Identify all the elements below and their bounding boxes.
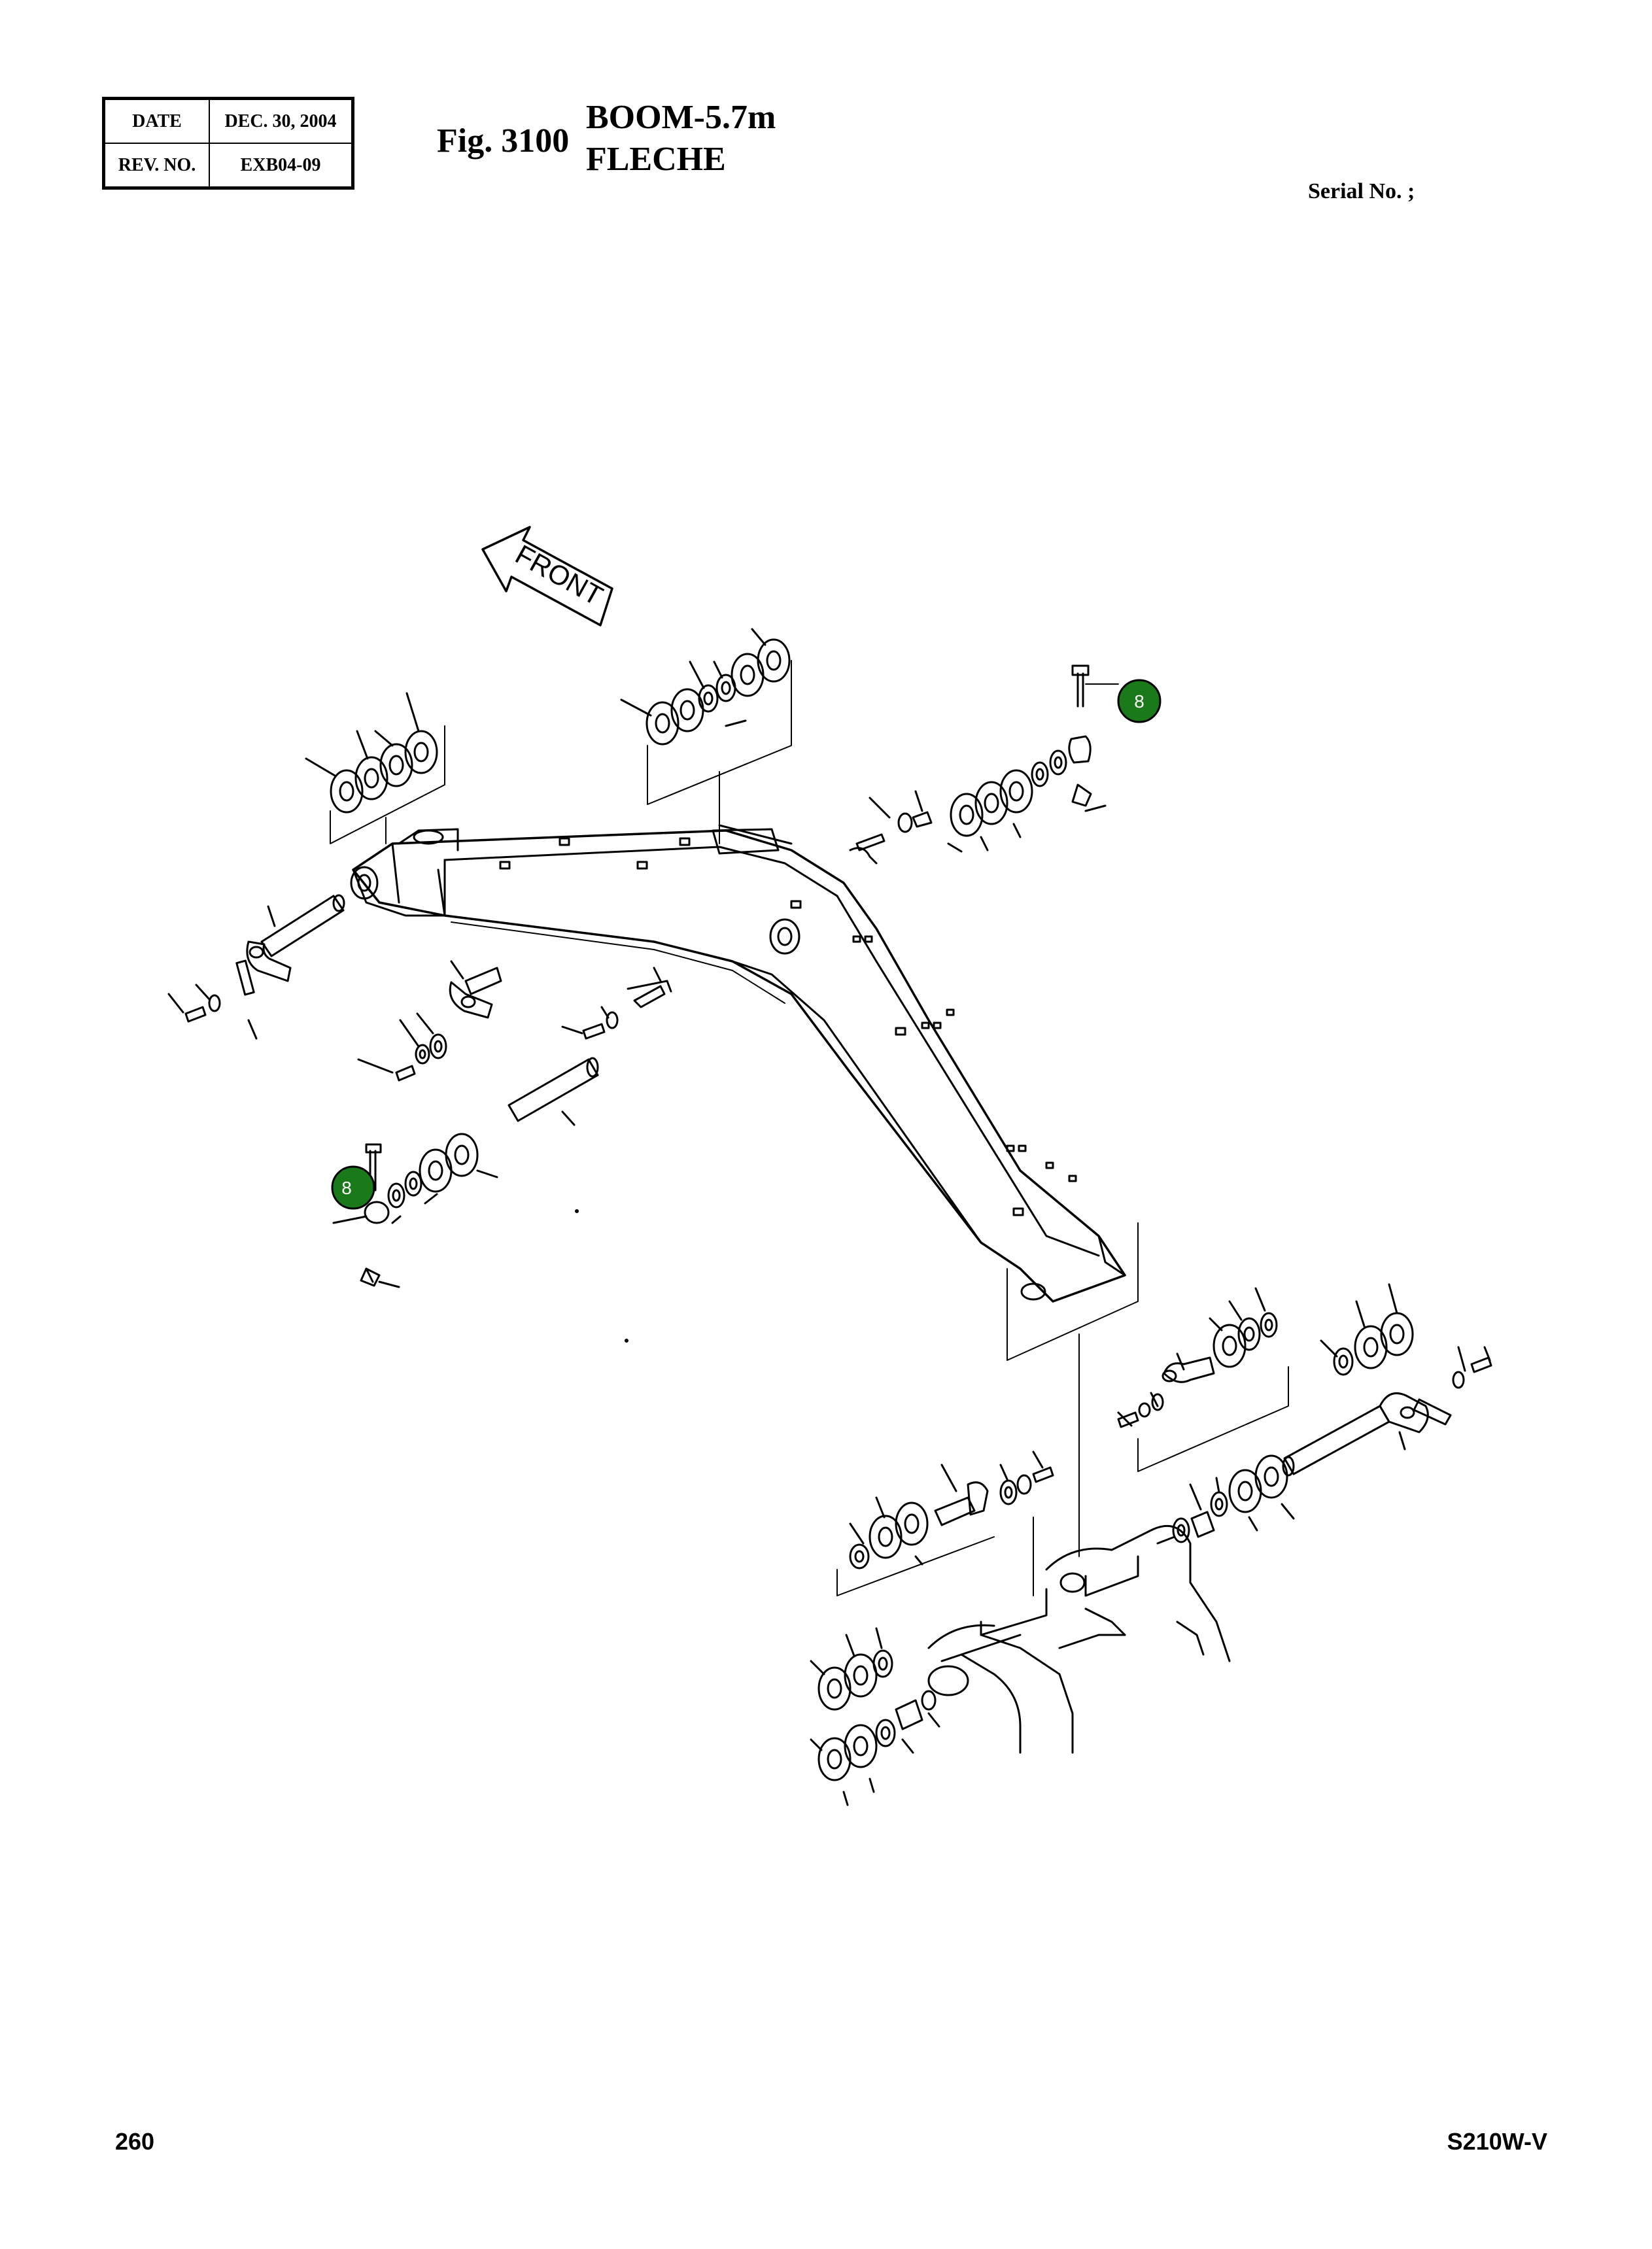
callout-marker <box>331 1165 375 1210</box>
callout-label: 8 <box>1134 691 1144 712</box>
front-arrow-label: FRONT <box>510 539 608 611</box>
callout-8-upper-right: 8 <box>1117 679 1162 723</box>
washer-stack-upper-center <box>620 628 792 844</box>
front-arrow-icon: FRONT <box>481 526 613 627</box>
callout-label: 8 <box>341 1178 352 1198</box>
washer-stack-upper-left <box>305 692 445 844</box>
rev-label: REV. NO. <box>103 143 210 189</box>
washer-stack-bottom-left <box>810 1627 940 1806</box>
figure-title-fr: FLECHE <box>586 141 726 178</box>
model-number: S210W-V <box>1447 2128 1547 2155</box>
cylinder-pin-middle <box>357 960 502 1082</box>
pin-assembly-lower-right-2 <box>1156 1454 1295 1545</box>
foot-pin-left <box>167 894 345 1040</box>
pin-assembly-lower-center <box>836 1451 1054 1596</box>
rev-row: REV. NO. EXB04-09 <box>103 143 354 189</box>
pin-assembly-upper-right <box>849 664 1119 865</box>
rev-value: EXB04-09 <box>209 143 354 189</box>
figure-number: Fig. 3100 <box>437 122 570 160</box>
clip-bracket-middle <box>561 967 672 1040</box>
boom-foot-frame <box>1007 1222 1139 1557</box>
serial-number: Serial No. ; <box>1308 179 1415 203</box>
long-pin-middle <box>508 1057 599 1126</box>
callout-marker <box>1117 679 1162 723</box>
washer-stack-lower-left <box>332 1133 498 1288</box>
date-label: DATE <box>103 97 210 144</box>
boom-body <box>350 824 1126 1303</box>
upper-frame <box>927 1524 1231 1754</box>
revision-table: DATE DEC. 30, 2004 REV. NO. EXB04-09 <box>102 97 354 190</box>
date-row: DATE DEC. 30, 2004 <box>103 97 354 144</box>
page-number: 260 <box>115 2128 155 2155</box>
foot-pin-right <box>1282 1283 1492 1477</box>
figure-title-en: BOOM-5.7m <box>586 99 776 136</box>
callout-8-lower-left: 8 <box>331 1165 375 1210</box>
pin-assembly-lower-right <box>1117 1287 1289 1472</box>
date-value: DEC. 30, 2004 <box>209 97 354 144</box>
